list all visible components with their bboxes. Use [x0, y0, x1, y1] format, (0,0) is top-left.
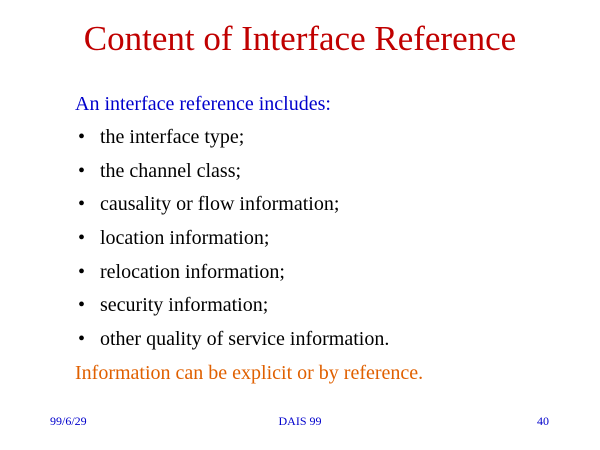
bullet-item: • location information; — [75, 225, 389, 259]
bullet-item: • the channel class; — [75, 158, 389, 192]
slide-title: Content of Interface Reference — [83, 19, 517, 58]
bullet-item: • security information; — [75, 292, 389, 326]
bullet-item: • other quality of service information. — [75, 326, 389, 360]
bullet-item: • causality or flow information; — [75, 191, 389, 225]
bullet-text: location information; — [100, 227, 270, 250]
bullet-icon: • — [78, 328, 86, 351]
bullet-text: security information; — [100, 294, 269, 317]
bullet-icon: • — [78, 159, 86, 182]
outro-text: Information can be explicit or by refere… — [75, 362, 424, 384]
bullet-icon: • — [78, 126, 86, 148]
bullet-icon: • — [78, 260, 86, 283]
bullet-text: the channel class; — [100, 159, 242, 182]
bullet-icon: • — [78, 227, 86, 250]
intro-text: An interface reference includes: — [75, 93, 331, 115]
bullet-icon: • — [78, 294, 86, 317]
bullet-text: the interface type; — [100, 126, 245, 148]
bullet-list: • the interface type; • the channel clas… — [75, 124, 389, 360]
bullet-icon: • — [78, 193, 86, 216]
footer-page-number: 40 — [537, 414, 549, 428]
footer-date: 99/6/29 — [50, 414, 87, 428]
bullet-text: other quality of service information. — [100, 328, 390, 351]
footer-event: DAIS 99 — [278, 414, 322, 428]
bullet-text: causality or flow information; — [100, 193, 340, 216]
bullet-text: relocation information; — [100, 260, 285, 283]
bullet-item: • relocation information; — [75, 259, 389, 293]
bullet-item: • the interface type; — [75, 124, 389, 158]
